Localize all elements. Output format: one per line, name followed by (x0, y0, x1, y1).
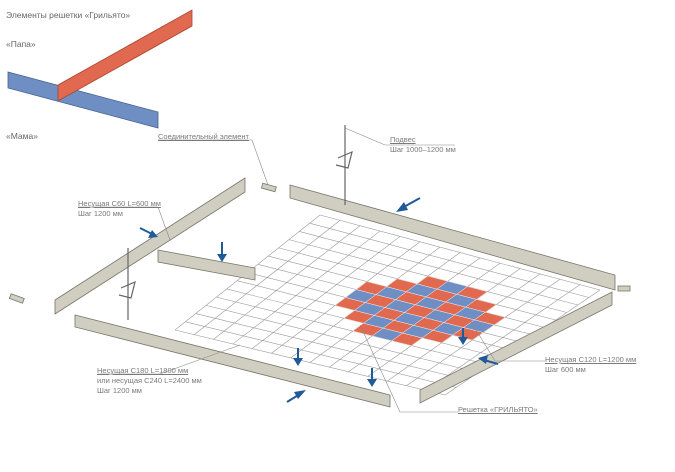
c180-step: Шаг 1200 мм (97, 386, 142, 395)
carrier-beams (8, 177, 631, 408)
hanger-name: Подвес (390, 135, 416, 144)
hanger-label: Подвес Шаг 1000–1200 мм (390, 135, 456, 155)
c120-step: Шаг 600 мм (545, 365, 586, 374)
hangers (118, 125, 353, 320)
grid-line (309, 222, 590, 298)
beam-c60-mid (157, 249, 256, 281)
grid-line (319, 214, 601, 291)
beam-c120-right (419, 291, 613, 404)
c120-name: Несущая С120 L=1200 мм (545, 355, 637, 364)
grid-line (299, 231, 578, 306)
connector-element (8, 293, 25, 304)
c60-step: Шаг 1200 мм (78, 209, 123, 218)
grid-label: Решетка «ГРИЛЬЯТО» (458, 405, 538, 414)
mama-label: «Мама» (6, 131, 38, 141)
grid-cell (465, 299, 497, 313)
page-title: Элементы решетки «Грильято» (6, 10, 131, 20)
c120-label: Несущая С120 L=1200 мм Шаг 600 мм (545, 355, 636, 375)
beam-c180 (74, 314, 391, 408)
leader-lines (78, 127, 545, 413)
connector-element (617, 285, 631, 292)
c240-alt: или несущая С240 L=2400 мм (97, 376, 202, 385)
beam-c60-left (54, 177, 246, 315)
papa-label: «Папа» (6, 39, 36, 49)
c180-label: Несущая С180 L=1800 мм или несущая С240 … (97, 366, 202, 396)
arrows (139, 197, 499, 403)
connector-element (260, 182, 277, 193)
grid-line (425, 284, 581, 391)
hanger-step: Шаг 1000–1200 мм (390, 145, 456, 154)
c180-name: Несущая С180 L=1800 мм (97, 366, 189, 375)
colored-grid-cells (334, 275, 506, 346)
papa-element (57, 9, 193, 102)
c60-label: Несущая С60 L=600 мм Шаг 1200 мм (78, 199, 161, 219)
grid-cell (456, 286, 488, 300)
connector-label: Соединительный элемент (158, 132, 249, 141)
grid-cell (474, 311, 506, 326)
beam-c120-back (289, 184, 616, 291)
mama-element (7, 71, 159, 129)
c60-name: Несущая С60 L=600 мм (78, 199, 161, 208)
